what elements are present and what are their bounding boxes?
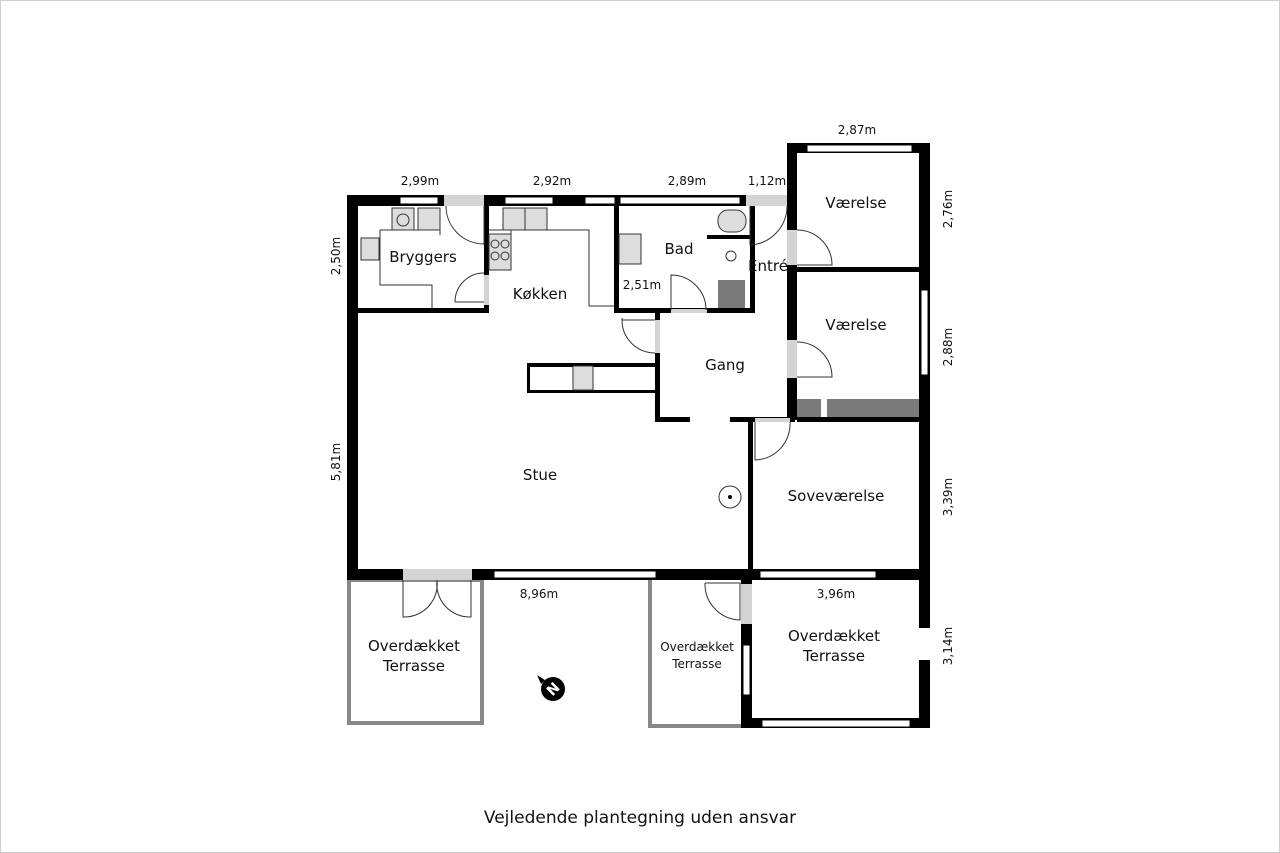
- terrace-mid-outline: [648, 580, 744, 728]
- washing-machine-icon: [391, 207, 415, 231]
- door-swings: [402, 205, 833, 621]
- dishwasher-icon: [502, 207, 526, 231]
- room-label-vaerelse-2: Værelse: [825, 316, 886, 334]
- dim-vaerelse2-depth: 2,88m: [941, 328, 955, 366]
- room-label-terrasse-right-2: Terrasse: [802, 647, 865, 665]
- room-label-sovevaerelse: Soveværelse: [788, 487, 885, 505]
- dim-vaerelse-width: 2,87m: [838, 123, 876, 137]
- room-label-kokken: Køkken: [513, 285, 568, 303]
- room-label-stue: Stue: [523, 466, 557, 484]
- dim-bryggers-depth: 2,50m: [329, 237, 343, 275]
- room-label-terrasse-left: Overdækket: [368, 637, 460, 655]
- dim-sovevaerelse-depth: 3,39m: [941, 478, 955, 516]
- room-label-terrasse-mid-2: Terrasse: [671, 657, 722, 671]
- dim-vaerelse1-depth: 2,76m: [941, 190, 955, 228]
- wardrobe: [827, 399, 919, 417]
- shower-drain-icon: [725, 250, 737, 262]
- door-openings: [403, 195, 797, 624]
- bathroom-sink-icon: [618, 233, 642, 265]
- dim-total-width: 8,96m: [520, 587, 558, 601]
- fixtures: [360, 207, 747, 509]
- bathroom-cabinet: [718, 280, 745, 308]
- caption: Vejledende plantegning uden ansvar: [483, 808, 797, 828]
- dim-bad-depth: 2,51m: [623, 278, 661, 292]
- toilet-icon: [717, 209, 747, 233]
- room-label-bryggers: Bryggers: [389, 248, 457, 266]
- dim-bryggers-width: 2,99m: [401, 174, 439, 188]
- chimney-icon: [718, 485, 742, 509]
- room-label-terrasse-left-2: Terrasse: [382, 657, 445, 675]
- closet: [797, 399, 821, 417]
- room-label-terrasse-right: Overdækket: [788, 627, 880, 645]
- kitchen-sink-icon: [524, 207, 548, 231]
- utility-sink-icon: [360, 237, 380, 261]
- dim-entre-width: 1,12m: [748, 174, 786, 188]
- dryer-icon: [417, 207, 441, 231]
- dim-terrasse-depth: 3,14m: [941, 627, 955, 665]
- island-sink-icon: [572, 365, 594, 391]
- room-label-bad: Bad: [664, 240, 693, 258]
- north-compass-icon: N: [537, 675, 565, 701]
- dim-stue-depth: 5,81m: [329, 443, 343, 481]
- room-label-vaerelse-1: Værelse: [825, 194, 886, 212]
- dim-terrasse-width: 3,96m: [817, 587, 855, 601]
- stove-icon: [488, 233, 512, 271]
- room-label-terrasse-mid: Overdækket: [660, 640, 734, 654]
- dim-kokken-width: 2,92m: [533, 174, 571, 188]
- windows: [399, 144, 929, 728]
- dim-bad-width: 2,89m: [668, 174, 706, 188]
- room-label-gang: Gang: [705, 356, 745, 374]
- room-label-entre: Entré: [748, 257, 788, 275]
